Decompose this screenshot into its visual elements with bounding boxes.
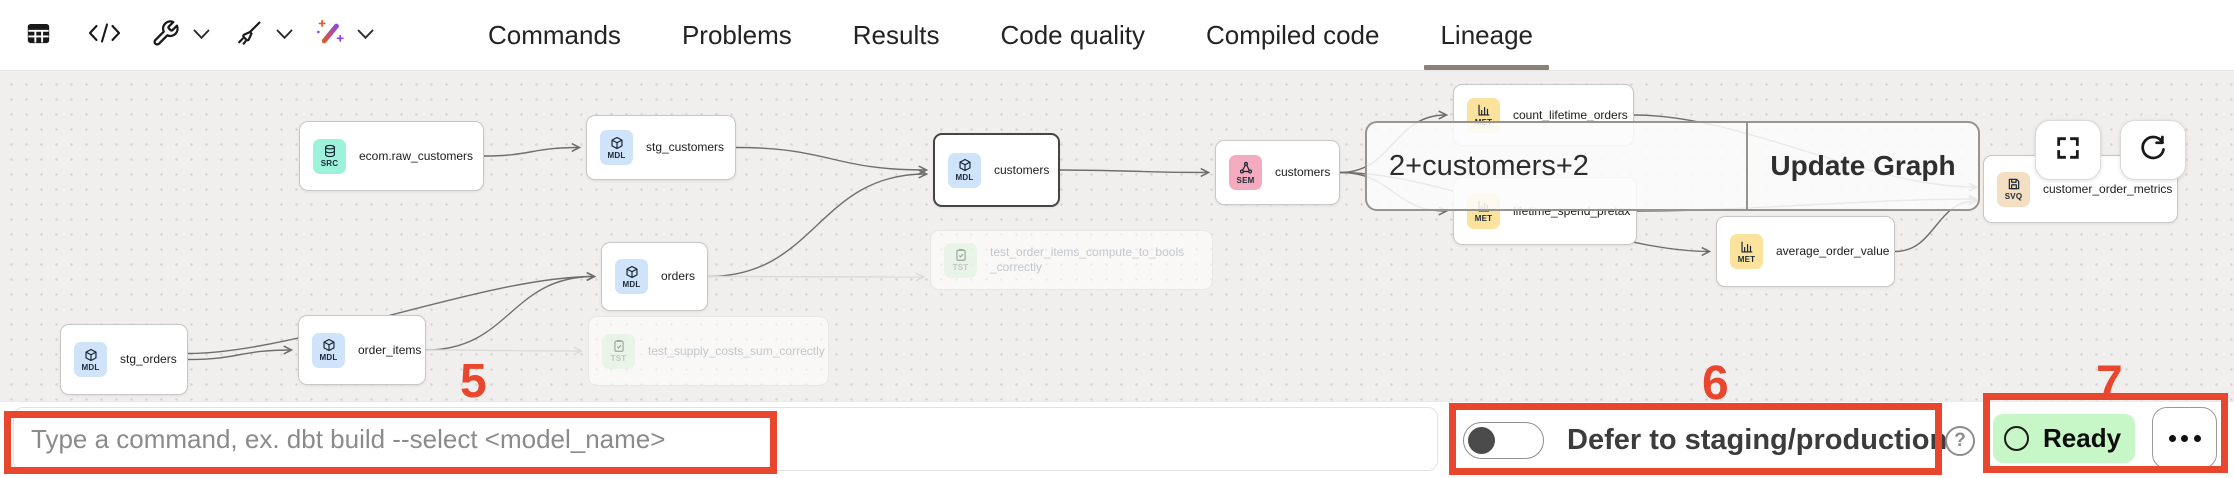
node-label: average_order_value bbox=[1776, 244, 1890, 258]
node-label: stg_customers bbox=[646, 140, 725, 154]
tab-lineage[interactable]: Lineage bbox=[1424, 0, 1549, 71]
node-order_items[interactable]: MDL order_items bbox=[298, 315, 426, 385]
node-label: order_items bbox=[358, 342, 422, 357]
semantic-nodes-icon: SEM bbox=[1229, 155, 1262, 190]
lineage-selector-overlay: 2+customers+2 Update Graph bbox=[1365, 121, 1980, 211]
cube-icon: MDL bbox=[312, 332, 345, 368]
cube-icon: MDL bbox=[74, 342, 107, 377]
code-panel-button[interactable] bbox=[87, 0, 122, 71]
command-bar: Defer to staging/production ? Ready bbox=[0, 401, 2234, 478]
broom-icon bbox=[234, 19, 263, 53]
node-orders[interactable]: MDL orders bbox=[601, 242, 708, 311]
node-label: ecom.raw_customers bbox=[359, 148, 474, 163]
cube-icon: MDL bbox=[600, 130, 633, 165]
node-label: stg_orders bbox=[120, 352, 177, 366]
node-label: orders bbox=[661, 269, 696, 283]
chevron-down-icon bbox=[193, 27, 210, 45]
tab-code-quality[interactable]: Code quality bbox=[1000, 20, 1146, 50]
status-label: Ready bbox=[2043, 423, 2122, 453]
tab-compiled-code[interactable]: Compiled code bbox=[1206, 20, 1380, 50]
node-label: customers bbox=[994, 162, 1050, 177]
fullscreen-button[interactable] bbox=[2035, 120, 2101, 180]
lineage-selector-input[interactable]: 2+customers+2 bbox=[1367, 123, 1748, 209]
help-icon[interactable]: ? bbox=[1945, 426, 1975, 456]
cube-icon: MDL bbox=[615, 259, 648, 294]
refresh-button[interactable] bbox=[2120, 120, 2186, 180]
command-input[interactable] bbox=[13, 407, 1438, 471]
test-clipboard-icon: TST bbox=[944, 242, 977, 278]
node-customers_sem[interactable]: SEM customers bbox=[1215, 140, 1340, 205]
node-label: customer_order_metrics bbox=[2043, 181, 2173, 196]
refresh-icon bbox=[2138, 133, 2168, 168]
chevron-down-icon bbox=[357, 27, 374, 45]
node-label: test_order_items_compute_to_bools_correc… bbox=[990, 245, 1185, 274]
tab-results[interactable]: Results bbox=[852, 20, 940, 50]
test-clipboard-icon: TST bbox=[602, 333, 635, 369]
defer-label: Defer to staging/production bbox=[1567, 424, 1948, 456]
cube-icon: MDL bbox=[948, 152, 981, 188]
node-label: count_lifetime_orders bbox=[1513, 107, 1628, 122]
defer-toggle[interactable] bbox=[1463, 422, 1544, 459]
node-test_order_items[interactable]: TST test_order_items_compute_to_bools_cor… bbox=[930, 230, 1213, 290]
ellipsis-icon bbox=[2168, 434, 2176, 442]
node-customers_mdl[interactable]: MDL customers bbox=[933, 133, 1060, 207]
saved-query-icon: SVQ bbox=[1997, 171, 2030, 207]
toggle-knob-icon bbox=[1468, 426, 1495, 454]
magic-wand-icon bbox=[312, 16, 346, 55]
node-label: customers bbox=[1275, 165, 1331, 179]
table-icon bbox=[25, 20, 52, 52]
status-badge[interactable]: Ready bbox=[1993, 414, 2135, 463]
fullscreen-icon bbox=[2054, 134, 2082, 167]
node-average_order_value[interactable]: MET average_order_value bbox=[1716, 216, 1895, 287]
tab-commands[interactable]: Commands bbox=[488, 20, 621, 50]
node-stg_customers[interactable]: MDL stg_customers bbox=[586, 115, 736, 180]
format-button[interactable] bbox=[234, 0, 293, 71]
chevron-down-icon bbox=[276, 27, 293, 45]
panel-topbar: Commands Problems Results Code quality C… bbox=[0, 0, 2234, 71]
node-test_supply_costs[interactable]: TST test_supply_costs_sum_correctly bbox=[588, 316, 829, 386]
status-circle-icon bbox=[2004, 426, 2029, 451]
metric-chart-icon: MET bbox=[1730, 234, 1763, 269]
panel-tabs: Commands Problems Results Code quality C… bbox=[488, 0, 1549, 71]
table-panel-button[interactable] bbox=[25, 0, 52, 71]
tab-problems[interactable]: Problems bbox=[681, 20, 792, 50]
node-stg_orders[interactable]: MDL stg_orders bbox=[60, 324, 188, 395]
ai-assist-button[interactable] bbox=[312, 0, 374, 71]
more-options-button[interactable] bbox=[2152, 407, 2217, 469]
code-icon bbox=[87, 21, 122, 50]
database-icon: SRC bbox=[313, 138, 346, 174]
node-ecom_raw_customers[interactable]: SRC ecom.raw_customers bbox=[299, 121, 484, 191]
update-graph-button[interactable]: Update Graph bbox=[1770, 150, 1956, 181]
wrench-icon bbox=[151, 19, 180, 53]
build-tools-button[interactable] bbox=[151, 0, 210, 71]
node-label: test_supply_costs_sum_correctly bbox=[648, 343, 825, 358]
